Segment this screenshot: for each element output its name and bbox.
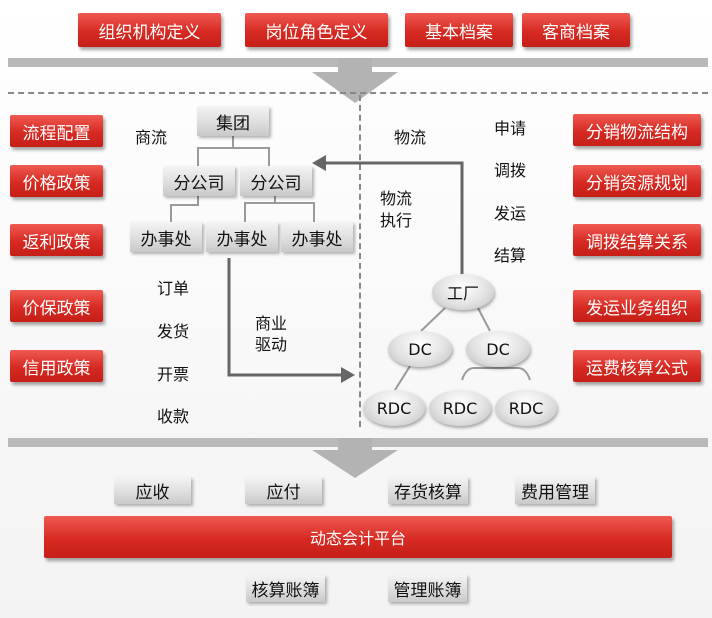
vertical-dashed-divider [359, 95, 361, 427]
factory-node: 工厂 [432, 274, 494, 310]
transfer-settlement-button[interactable]: 调拨结算关系 [573, 224, 701, 256]
expense-management-box: 费用管理 [515, 477, 595, 504]
rdc-node-3: RDC [495, 390, 557, 426]
customer-archive-button[interactable]: 客商档案 [522, 13, 630, 47]
payable-box: 应付 [245, 477, 322, 504]
inventory-accounting-box: 存货核算 [388, 477, 468, 504]
logistics-exec-label-1: 物流 [380, 189, 413, 208]
group-node: 集团 [197, 106, 269, 136]
action-invoice: 开票 [157, 365, 190, 384]
dynamic-accounting-platform: 动态会计平台 [44, 516, 672, 558]
step-shipping: 发运 [494, 204, 527, 223]
receivable-box: 应收 [114, 477, 191, 504]
commerce-flow-label: 商流 [135, 128, 168, 147]
business-drive-label-1: 商业 [255, 314, 288, 333]
logistics-flow-label: 物流 [394, 128, 427, 147]
branch-node-2: 分公司 [240, 166, 312, 196]
branch-node-1: 分公司 [163, 166, 235, 196]
accounting-ledger-box: 核算账簿 [246, 575, 325, 602]
process-config-button[interactable]: 流程配置 [10, 115, 103, 147]
freight-formula-button[interactable]: 运费核算公式 [573, 350, 701, 382]
action-ship: 发货 [157, 322, 190, 341]
org-structure-button[interactable]: 组织机构定义 [78, 13, 221, 47]
role-definition-button[interactable]: 岗位角色定义 [245, 13, 388, 47]
dc-node-2: DC [466, 331, 530, 367]
dashed-divider [8, 92, 708, 94]
logistics-exec-label-2: 执行 [380, 211, 413, 230]
action-order: 订单 [157, 279, 190, 298]
rdc-node-1: RDC [363, 390, 425, 426]
basic-archive-button[interactable]: 基本档案 [405, 13, 513, 47]
office-node-3: 办事处 [281, 222, 353, 252]
shipping-org-button[interactable]: 发运业务组织 [573, 290, 701, 322]
rebate-policy-button[interactable]: 返利政策 [10, 224, 103, 256]
distribution-logistics-button[interactable]: 分销物流结构 [573, 114, 701, 146]
down-arrow-icon [312, 438, 398, 478]
price-protection-button[interactable]: 价保政策 [10, 290, 103, 322]
rdc-node-2: RDC [429, 390, 491, 426]
price-policy-button[interactable]: 价格政策 [10, 165, 103, 197]
step-transfer: 调拨 [494, 161, 527, 180]
dc-node-1: DC [388, 331, 452, 367]
credit-policy-button[interactable]: 信用政策 [10, 350, 103, 382]
action-collect: 收款 [157, 407, 190, 426]
management-ledger-box: 管理账簿 [388, 575, 467, 602]
distribution-planning-button[interactable]: 分销资源规划 [573, 165, 701, 197]
office-node-1: 办事处 [130, 222, 202, 252]
step-apply: 申请 [494, 119, 527, 138]
business-drive-label-2: 驱动 [255, 335, 288, 354]
step-settlement: 结算 [494, 246, 527, 265]
office-node-2: 办事处 [206, 222, 278, 252]
down-arrow-icon [312, 58, 398, 103]
